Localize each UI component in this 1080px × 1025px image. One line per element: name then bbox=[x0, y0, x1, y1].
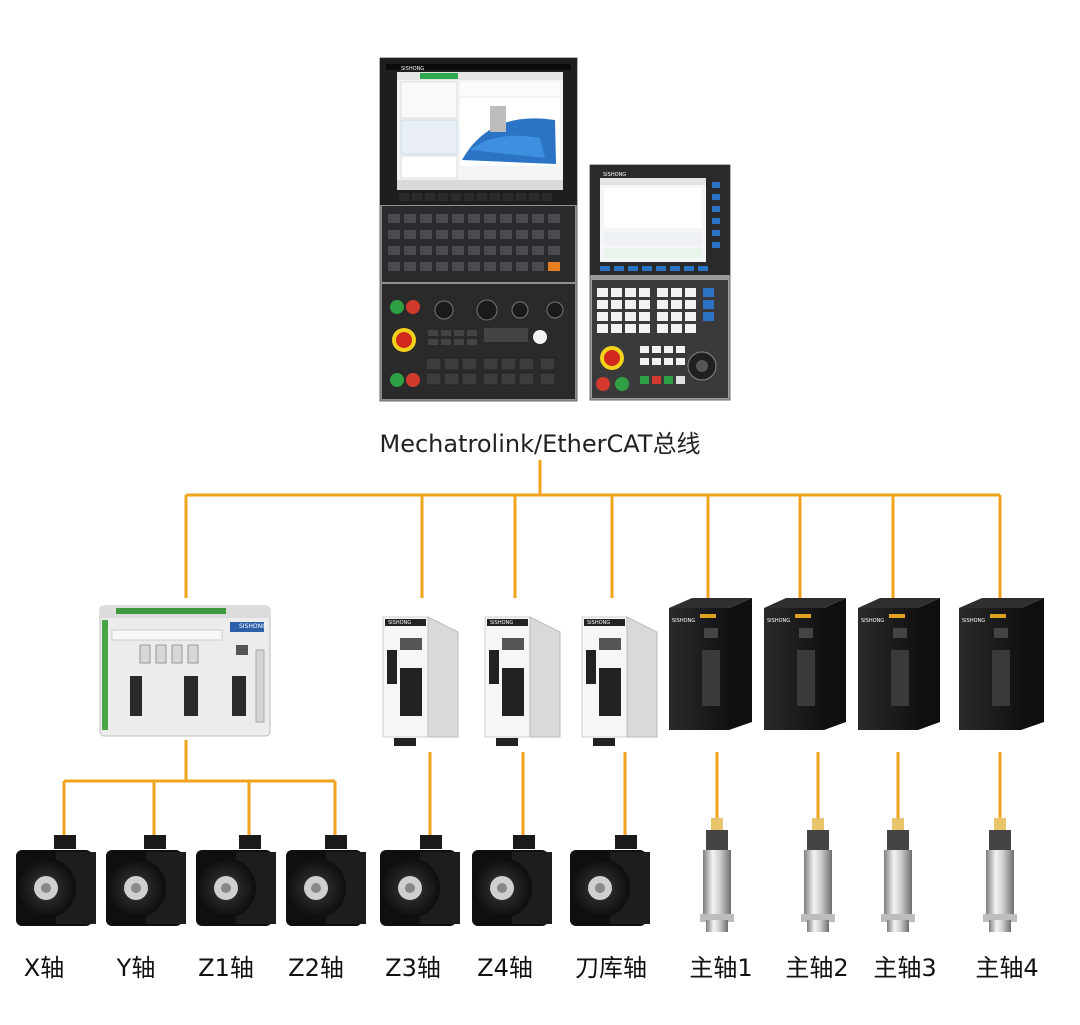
spindle-motor-4 bbox=[983, 818, 1017, 932]
io-interface-module bbox=[99, 605, 271, 737]
drive-tool-brand: SISHONG bbox=[587, 620, 610, 626]
spindle-drive-2-brand: SISHONG bbox=[767, 618, 790, 624]
servo-motor-z3 bbox=[380, 835, 460, 926]
servo-drive-z3 bbox=[382, 616, 459, 746]
spindle-motor-1 bbox=[700, 818, 734, 932]
io-module-brand: SISHONG bbox=[239, 623, 267, 630]
bus-lines bbox=[62, 460, 1002, 838]
spindle-drive-4-brand: SISHONG bbox=[962, 618, 985, 624]
axis-label-x: X轴 bbox=[23, 954, 65, 982]
spindle-drive-1-brand: SISHONG bbox=[672, 618, 695, 624]
axis-label-spindle-3: 主轴3 bbox=[873, 954, 937, 982]
feed-hold-button bbox=[406, 300, 420, 314]
spindle-drive-3-brand: SISHONG bbox=[861, 618, 884, 624]
servo-motor-z1 bbox=[196, 835, 276, 926]
servo-drive-z4 bbox=[484, 616, 561, 746]
spindle-motor-3 bbox=[881, 818, 915, 932]
servo-motor-z4 bbox=[472, 835, 552, 926]
bus-title: Mechatrolink/EtherCAT总线 bbox=[379, 430, 701, 458]
axis-label-z1: Z1轴 bbox=[198, 954, 254, 982]
axis-label-spindle-4: 主轴4 bbox=[975, 954, 1039, 982]
spindle-drive-3 bbox=[858, 598, 940, 730]
drive-z4-brand: SISHONG bbox=[490, 620, 513, 626]
axis-label-tool-magazine: 刀库轴 bbox=[575, 954, 647, 982]
servo-motor-tool-magazine bbox=[570, 835, 650, 926]
servo-motor-x bbox=[16, 835, 96, 926]
drive-z3-brand: SISHONG bbox=[388, 620, 411, 626]
small-panel-brand: SISHONG bbox=[603, 172, 626, 178]
large-cnc-panel bbox=[379, 57, 578, 402]
cycle-start-button bbox=[390, 300, 404, 314]
servo-motor-z2 bbox=[286, 835, 366, 926]
axis-label-z3: Z3轴 bbox=[385, 954, 441, 982]
emergency-stop-icon bbox=[396, 332, 412, 348]
spindle-drive-1 bbox=[669, 598, 752, 730]
spindle-motor-2 bbox=[801, 818, 835, 932]
large-panel-brand: SISHONG bbox=[401, 66, 424, 72]
small-cnc-panel bbox=[589, 164, 731, 401]
spindle-drive-2 bbox=[764, 598, 846, 730]
servo-motor-y bbox=[106, 835, 186, 926]
axis-label-z4: Z4轴 bbox=[477, 954, 533, 982]
axis-label-spindle-2: 主轴2 bbox=[785, 954, 849, 982]
servo-drive-tool-magazine bbox=[581, 616, 658, 746]
axis-label-z2: Z2轴 bbox=[288, 954, 344, 982]
axis-label-y: Y轴 bbox=[116, 954, 156, 982]
axis-label-spindle-1: 主轴1 bbox=[689, 954, 753, 982]
spindle-drive-4 bbox=[959, 598, 1044, 730]
